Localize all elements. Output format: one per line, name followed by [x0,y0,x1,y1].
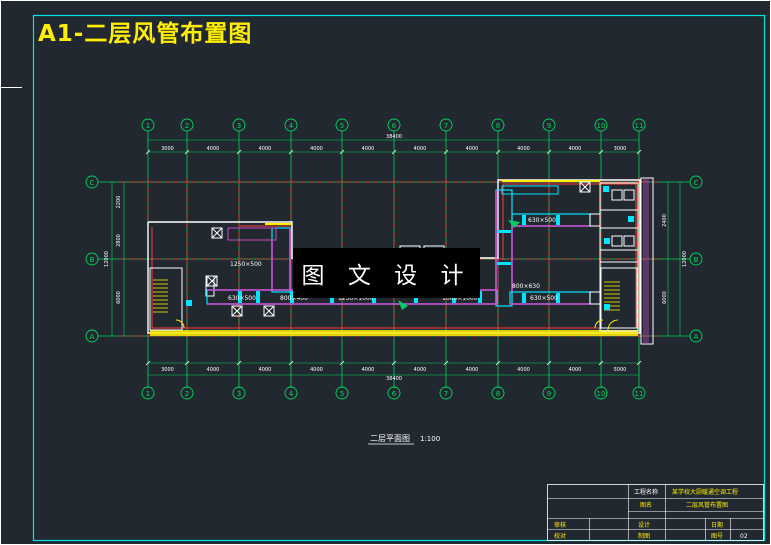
dimension-right-total: 12000 [682,251,688,267]
title-block-project-label: 工程名称 [634,488,658,496]
title-block-draw: 制图 [638,532,650,540]
axis-bubble-label: 11 [635,390,644,398]
axis-bubble-label: C [694,179,699,187]
dimension-top: 3000 [161,146,174,152]
axis-bubble-label: 4 [289,390,294,398]
axis-bubble-label: A [90,333,95,341]
dimension-top: 4000 [207,146,220,152]
axis-bubble-label: 5 [340,122,344,130]
dimension-top: 4000 [310,146,323,152]
axis-bubble-label: 3 [237,122,241,130]
title-block-project-name: 某学校大厨暖通空调工程 [672,488,738,496]
duct-labels: 630×500 800×400 1250×1000 1600×1000 1250… [228,217,558,302]
axis-bubble-label: 9 [547,122,551,130]
axis-bubble-label: 7 [444,122,448,130]
frame-border [32,14,766,542]
axis-bubble-label: 10 [597,390,606,398]
dimension-bottom: 5000 [614,367,627,373]
dimension-bottom: 4000 [414,367,427,373]
dimension-top: 4000 [569,146,582,152]
dimension-bottom: 4000 [310,367,323,373]
axis-bubble-label: 6 [392,390,397,398]
axis-bubble-label: 4 [289,122,294,130]
dimension-top: 4000 [259,146,272,152]
title-block-design: 设计 [638,521,650,529]
duct-label: 1600×1000 [442,295,478,302]
dimension-top: 4000 [362,146,375,152]
dimension-left: 2800 [116,234,122,247]
title-block: 工程名称 某学校大厨暖通空调工程 图名 二层风管布置图 审核 设计 日期 校对 … [547,484,764,541]
duct-label: 630×500 [528,217,556,224]
dimension-right: 6000 [662,291,668,304]
dimension-top: 4000 [517,146,530,152]
axis-bubble-label: 1 [146,390,150,398]
title-block-review: 审核 [554,521,566,529]
duct-label: 800×400 [280,295,308,302]
axis-bubble-label: 11 [635,122,644,130]
dimension-bottom: 4000 [362,367,375,373]
drawing-title: A1-二层风管布置图 [38,21,253,47]
dimension-bottom: 4000 [207,367,220,373]
dimension-bottom: 4000 [259,367,272,373]
title-block-drawing-label: 图名 [640,501,652,509]
dimension-bottom: 3000 [161,367,174,373]
axis-bubble-label: 10 [597,122,606,130]
dimension-bottom: 4000 [466,367,479,373]
axis-bubble-label: 2 [185,390,189,398]
axis-bubble-label: 9 [547,390,551,398]
duct-label: 630×500 [530,295,558,302]
dimension-top: 4000 [414,146,427,152]
axis-bubble-label: 8 [496,390,500,398]
dimension-top: 3000 [614,146,627,152]
axis-bubble-label: 2 [185,122,189,130]
axis-bubble-label: 6 [392,122,397,130]
duct-label: 630×500 [228,295,256,302]
duct-label: 1250×500 [230,261,262,268]
overall-dimension-bottom: 38400 [386,376,402,382]
title-block-sheet-number: 02 [740,533,748,540]
dimension-left: 2200 [116,196,122,209]
plan-scale: 1:100 [420,435,440,443]
building-outline [147,177,654,345]
axis-bubble-label: A [694,333,699,341]
axis-bubble-label: 7 [444,390,448,398]
duct-label: 800×630 [512,283,540,290]
axis-bubble-label: 8 [496,122,500,130]
dimension-left: 6000 [116,291,122,304]
axis-bubble-label: 1 [146,122,150,130]
title-block-date: 日期 [711,521,723,529]
duct-label: 1250×1000 [338,295,374,302]
dimension-left-total: 12000 [104,251,110,267]
ductwork [186,181,635,317]
title-block-drawing-name: 二层风管布置图 [686,501,728,509]
title-block-check: 校对 [554,532,566,540]
plan-caption: 二层平面图 [370,434,410,443]
axis-bubble-label: B [694,256,699,264]
overall-dimension-top: 38400 [386,134,402,140]
watermark: 图 文 设 计 [293,248,480,298]
dimension-top: 4000 [466,146,479,152]
axis-bubble-label: 3 [237,390,241,398]
title-block-sheet-label: 图号 [711,533,723,540]
axis-bubble-label: 5 [340,390,344,398]
dimension-right: 2400 [662,214,668,227]
axis-bubble-label: C [90,179,95,187]
axis-bubble-label: B [90,256,95,264]
dimension-bottom: 4000 [569,367,582,373]
dimension-bottom: 4000 [517,367,530,373]
